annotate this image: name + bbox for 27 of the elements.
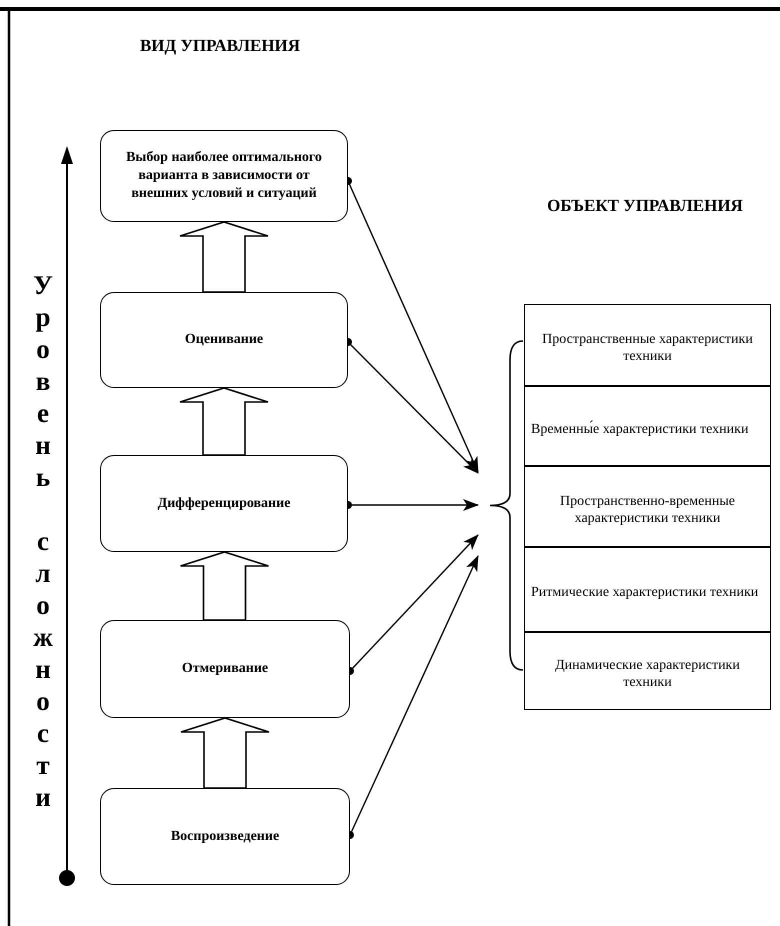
axis-title: Уровень сложности [28, 270, 58, 814]
block-arrow [180, 717, 270, 789]
process-box [100, 620, 350, 718]
table-row [524, 632, 771, 710]
table-row [524, 386, 771, 466]
block-arrow [180, 551, 270, 621]
table-row [524, 466, 771, 547]
box-label: Воспроизведение [170, 828, 280, 846]
process-box [100, 130, 348, 222]
table-row [524, 304, 771, 386]
block-arrow [179, 387, 269, 456]
table-row [524, 547, 771, 632]
column-heading: ОБЪЕКТ УПРАВЛЕНИЯ [546, 196, 744, 216]
process-box [100, 292, 348, 388]
box-label: Выбор наиболее оптимального варианта в зависимости от внешних условий и ситуаций [125, 149, 323, 203]
row-label: Динамические характеристики техники [554, 657, 741, 691]
row-label: Временны́е характеристики техники [531, 420, 748, 438]
box-label: Дифференцирование [158, 494, 290, 512]
row-label: Пространственные характеристики техники [541, 331, 754, 365]
process-box [100, 455, 348, 552]
process-box [100, 788, 350, 885]
box-label: Отмеривание [182, 660, 268, 678]
row-label: Пространственно-временные характеристики техники [559, 492, 736, 526]
box-label: Оценивание [184, 331, 264, 349]
block-arrow [179, 221, 269, 293]
column-heading: ВИД УПРАВЛЕНИЯ [138, 36, 302, 56]
row-label: Ритмические характеристики техники [531, 584, 758, 601]
